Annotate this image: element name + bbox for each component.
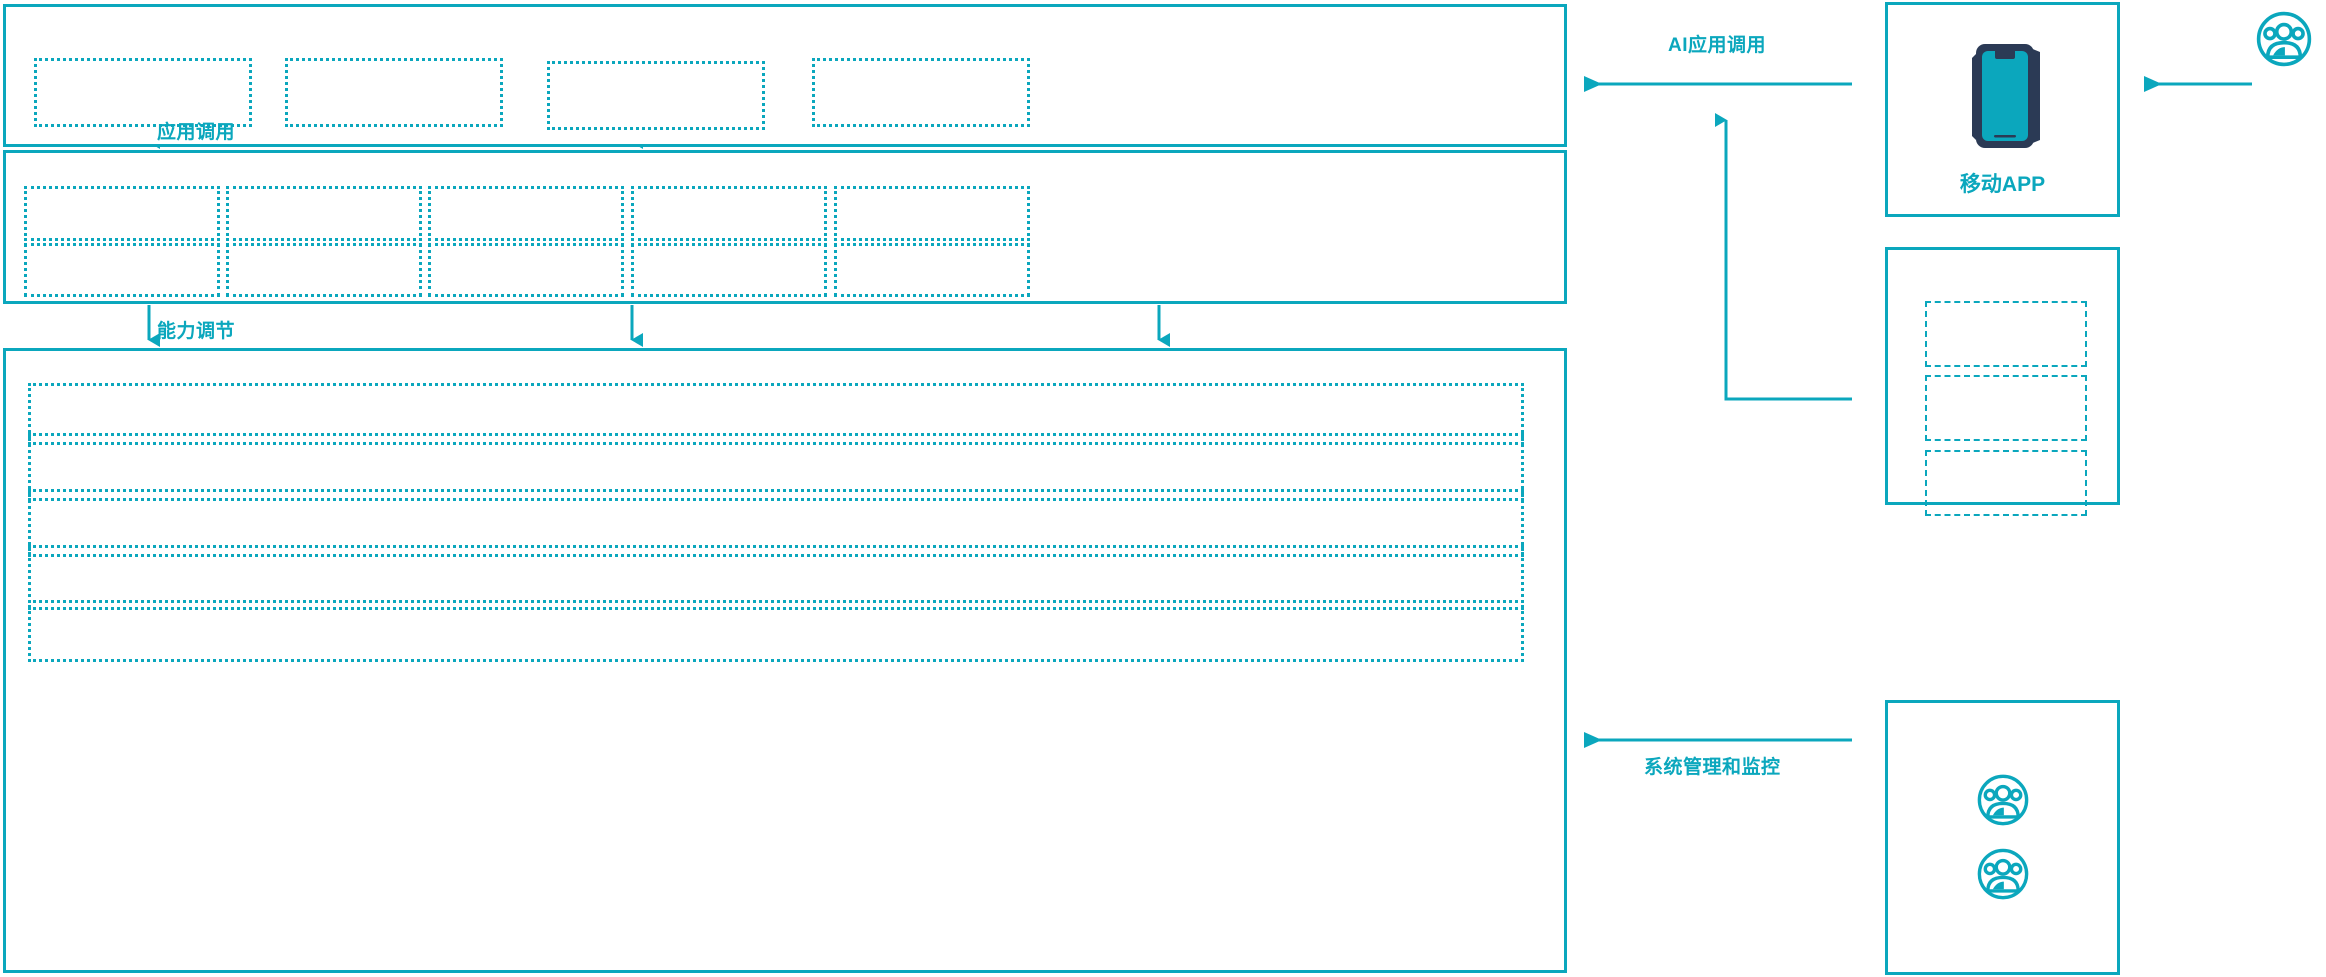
application-layer-panel[interactable] [3,4,1567,147]
capability-slot-r1c4[interactable] [631,186,827,241]
operations-panel[interactable] [1885,700,2120,975]
channel-slot-2[interactable] [1925,375,2087,441]
application-slot-2[interactable] [285,58,503,127]
channel-slot-3[interactable] [1925,450,2087,516]
capability-slot-r2c3[interactable] [428,243,624,297]
capability-slot-r1c5[interactable] [834,186,1030,241]
infrastructure-row-3[interactable] [28,489,1524,557]
infrastructure-row-5[interactable] [28,600,1524,662]
capability-slot-r2c5[interactable] [834,243,1030,297]
application-slot-1[interactable] [34,58,252,127]
capability-slot-r1c1[interactable] [24,186,220,241]
operator-icon-1 [1976,773,2030,827]
edge-label-ai-app-invoke: AI应用调用 [1668,35,1767,56]
channel-slot-1[interactable] [1925,301,2087,367]
application-slot-3[interactable] [547,61,765,130]
end-user-icon [2255,10,2313,68]
infrastructure-row-2[interactable] [28,433,1524,501]
application-slot-4[interactable] [812,58,1030,127]
mobile-app-label: 移动APP [1959,173,2046,196]
capability-slot-r2c1[interactable] [24,243,220,297]
infrastructure-row-4[interactable] [28,545,1524,610]
capability-slot-r2c4[interactable] [631,243,827,297]
capability-layer-panel[interactable] [3,150,1567,304]
edge-label-sys-admin-monitor: 系统管理和监控 [1644,757,1781,778]
capability-slot-r2c2[interactable] [226,243,422,297]
edge-label-capability-adjust: 能力调节 [157,321,236,342]
operator-icon-2 [1976,847,2030,901]
edge-label-app-invoke: 应用调用 [157,122,236,143]
arrow-channel-to-ai-invoke [1715,113,1852,401]
capability-slot-r1c2[interactable] [226,186,422,241]
mobile-phone-icon [1960,32,2050,157]
infrastructure-row-1[interactable] [28,383,1524,445]
capability-slot-r1c3[interactable] [428,186,624,241]
